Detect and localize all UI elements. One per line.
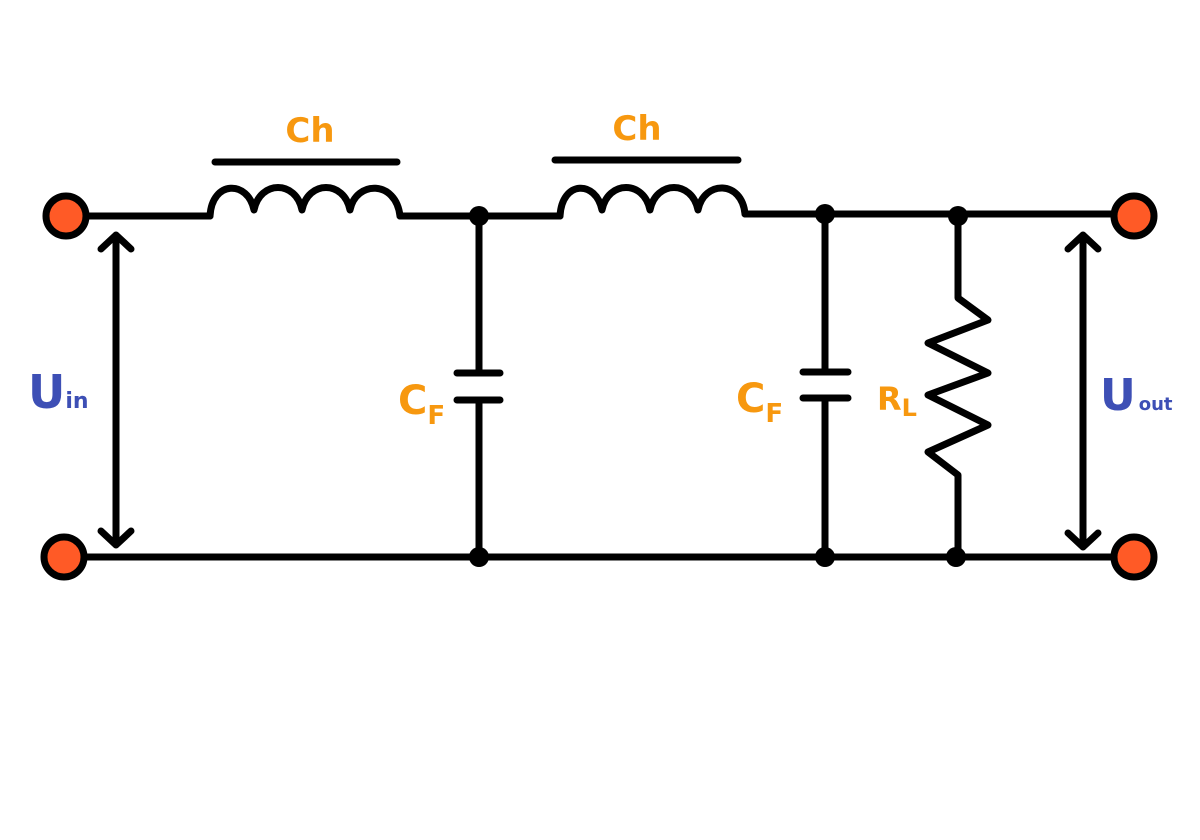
inductor-2 [556,184,749,220]
junction-dot [946,547,966,567]
junction-dot [815,547,835,567]
input-terminal-top[interactable] [42,192,90,240]
capacitor-2 [799,210,852,561]
input-terminal-bottom[interactable] [40,533,88,581]
junction-dots [469,204,968,567]
resistor-label: RL [877,380,917,422]
junction-dot [469,206,489,226]
junction-dot [469,547,489,567]
inductor-2-label: Ch [612,109,661,149]
output-voltage-arrow [1064,231,1102,551]
output-terminal-bottom[interactable] [1110,533,1158,581]
load-resistor [924,212,992,561]
inductor-1-label: Ch [285,111,334,151]
junction-dot [815,204,835,224]
inductor-1 [206,184,404,220]
input-voltage-arrow [97,231,135,549]
junction-dot [948,206,968,226]
capacitor-1 [453,212,504,561]
output-terminal-top[interactable] [1110,192,1158,240]
input-voltage-label: Uin [28,365,89,419]
capacitor-2-label: CF [736,376,783,429]
capacitor-1-label: CF [398,378,445,431]
